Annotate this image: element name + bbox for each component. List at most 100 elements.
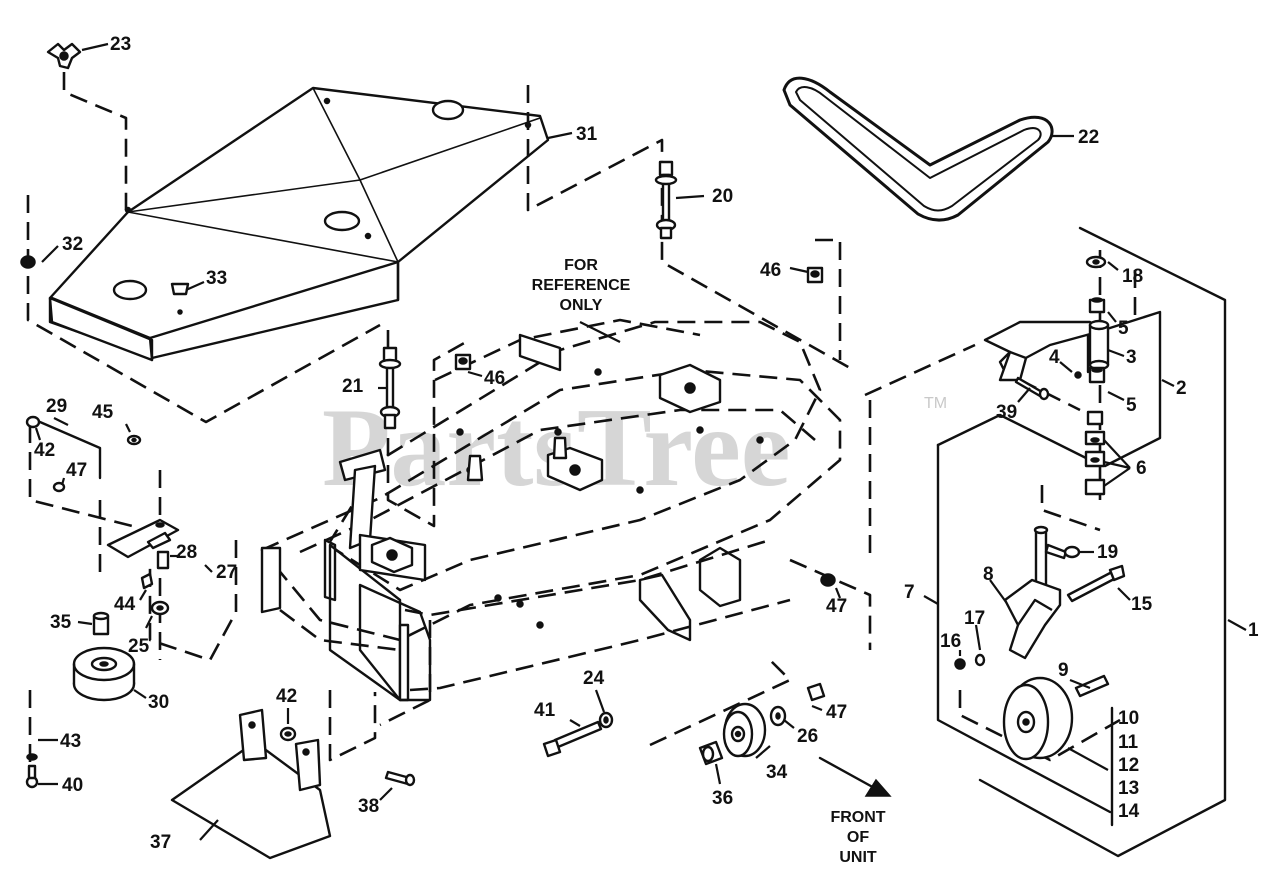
bushing-36[interactable]: [698, 740, 724, 766]
bolt-40[interactable]: [25, 764, 39, 789]
callout-9[interactable]: 9: [1058, 660, 1069, 681]
bracket-lines: [936, 226, 1227, 858]
callout-24[interactable]: 24: [583, 668, 605, 689]
callout-44[interactable]: 44: [114, 594, 136, 615]
washer-45[interactable]: [126, 434, 142, 446]
callout-21[interactable]: 21: [342, 376, 364, 397]
locknut-46-upper[interactable]: [806, 266, 824, 284]
callout-27[interactable]: 27: [216, 562, 237, 583]
callout-46-center[interactable]: 46: [484, 368, 505, 389]
washer-24[interactable]: [598, 711, 614, 729]
callout-16[interactable]: 16: [940, 631, 961, 652]
callout-42-left[interactable]: 42: [34, 440, 55, 461]
callout-2[interactable]: 2: [1176, 378, 1187, 399]
front-wheel[interactable]: [722, 702, 767, 758]
nut-47-right[interactable]: [820, 573, 836, 587]
washer-18[interactable]: [1085, 255, 1107, 269]
idler-arm[interactable]: [983, 319, 1110, 382]
callout-23[interactable]: 23: [110, 34, 131, 55]
callout-18[interactable]: 18: [1122, 266, 1143, 287]
callout-33[interactable]: 33: [206, 268, 227, 289]
callout-28[interactable]: 28: [176, 542, 197, 563]
cover-plug[interactable]: [170, 282, 190, 315]
callout-39[interactable]: 39: [996, 402, 1017, 423]
callout-6[interactable]: 6: [1136, 458, 1147, 479]
callout-17[interactable]: 17: [964, 608, 985, 629]
callout-13[interactable]: 13: [1118, 778, 1139, 799]
callout-7[interactable]: 7: [904, 582, 915, 603]
bushing-5-lower[interactable]: [1088, 366, 1106, 384]
caster-bolt-15[interactable]: [1066, 564, 1126, 603]
washer-26[interactable]: [769, 705, 787, 727]
reference-note-line-3: ONLY: [560, 297, 603, 314]
washer-25[interactable]: [150, 600, 170, 616]
nut-47-left[interactable]: [52, 481, 66, 493]
bushing-5-upper[interactable]: [1088, 297, 1106, 314]
callout-47-right[interactable]: 47: [826, 596, 847, 617]
callout-46-upper[interactable]: 46: [760, 260, 781, 281]
caster-yoke[interactable]: [1003, 525, 1062, 660]
wing-knob[interactable]: [46, 42, 82, 70]
bushing-16[interactable]: [954, 658, 966, 670]
washers-6[interactable]: [1084, 410, 1106, 496]
callout-36[interactable]: 36: [712, 788, 733, 809]
callout-31[interactable]: 31: [576, 124, 598, 145]
callout-25[interactable]: 25: [128, 636, 150, 657]
caster-wheel[interactable]: [1002, 676, 1074, 761]
callout-20[interactable]: 20: [712, 186, 733, 207]
bolt-39[interactable]: [1014, 376, 1050, 401]
callout-29[interactable]: 29: [46, 396, 67, 417]
callout-26[interactable]: 26: [797, 726, 818, 747]
spacer-28[interactable]: [156, 550, 170, 570]
drive-belt[interactable]: [782, 76, 1054, 222]
watermark-trademark: TM: [924, 395, 947, 412]
washer-17[interactable]: [974, 653, 986, 667]
callout-37[interactable]: 37: [150, 832, 171, 853]
callout-40[interactable]: 40: [62, 775, 83, 796]
locknut-46-center[interactable]: [454, 353, 472, 371]
front-arrow: [818, 756, 892, 797]
callout-12[interactable]: 12: [1118, 755, 1139, 776]
callout-38[interactable]: 38: [358, 796, 379, 817]
callout-15[interactable]: 15: [1131, 594, 1153, 615]
callout-3[interactable]: 3: [1126, 347, 1137, 368]
callout-34[interactable]: 34: [766, 762, 788, 783]
deck-housing[interactable]: [260, 318, 842, 702]
callout-32[interactable]: 32: [62, 234, 83, 255]
bolt-38[interactable]: [384, 770, 416, 787]
callout-1[interactable]: 1: [1248, 620, 1259, 641]
washer-43[interactable]: [26, 753, 38, 761]
callout-4[interactable]: 4: [1049, 347, 1060, 368]
spindle-bolt-20[interactable]: [654, 160, 678, 240]
axle-9[interactable]: [1074, 674, 1110, 698]
callout-35[interactable]: 35: [50, 612, 72, 633]
callout-5-upper[interactable]: 5: [1118, 318, 1129, 339]
callout-45[interactable]: 45: [92, 402, 114, 423]
callout-8[interactable]: 8: [983, 564, 994, 585]
spindle-bolt-21[interactable]: [378, 346, 402, 430]
callout-11[interactable]: 11: [1118, 732, 1139, 753]
washer-42-left[interactable]: [25, 415, 41, 429]
zerk-fitting-19[interactable]: [1044, 543, 1081, 560]
idler-pulley[interactable]: [72, 646, 136, 702]
callout-42-chute[interactable]: 42: [276, 686, 297, 707]
discharge-chute[interactable]: [170, 708, 332, 860]
callout-30[interactable]: 30: [148, 692, 169, 713]
callout-5-lower[interactable]: 5: [1126, 395, 1137, 416]
callout-41[interactable]: 41: [534, 700, 556, 721]
callout-10[interactable]: 10: [1118, 708, 1139, 729]
spacer-35[interactable]: [92, 611, 110, 636]
callout-14[interactable]: 14: [1118, 801, 1140, 822]
nut-42-chute[interactable]: [279, 726, 297, 742]
callout-19[interactable]: 19: [1097, 542, 1118, 563]
callout-47-left[interactable]: 47: [66, 460, 87, 481]
bolt-41[interactable]: [542, 720, 603, 758]
callout-43[interactable]: 43: [60, 731, 81, 752]
nut-47-wheel[interactable]: [806, 682, 826, 702]
callout-22[interactable]: 22: [1078, 127, 1099, 148]
idler-bracket[interactable]: [38, 420, 180, 559]
bolt-44[interactable]: [140, 572, 154, 590]
spacer-4[interactable]: [1074, 371, 1082, 379]
callout-47-wheel[interactable]: 47: [826, 702, 847, 723]
